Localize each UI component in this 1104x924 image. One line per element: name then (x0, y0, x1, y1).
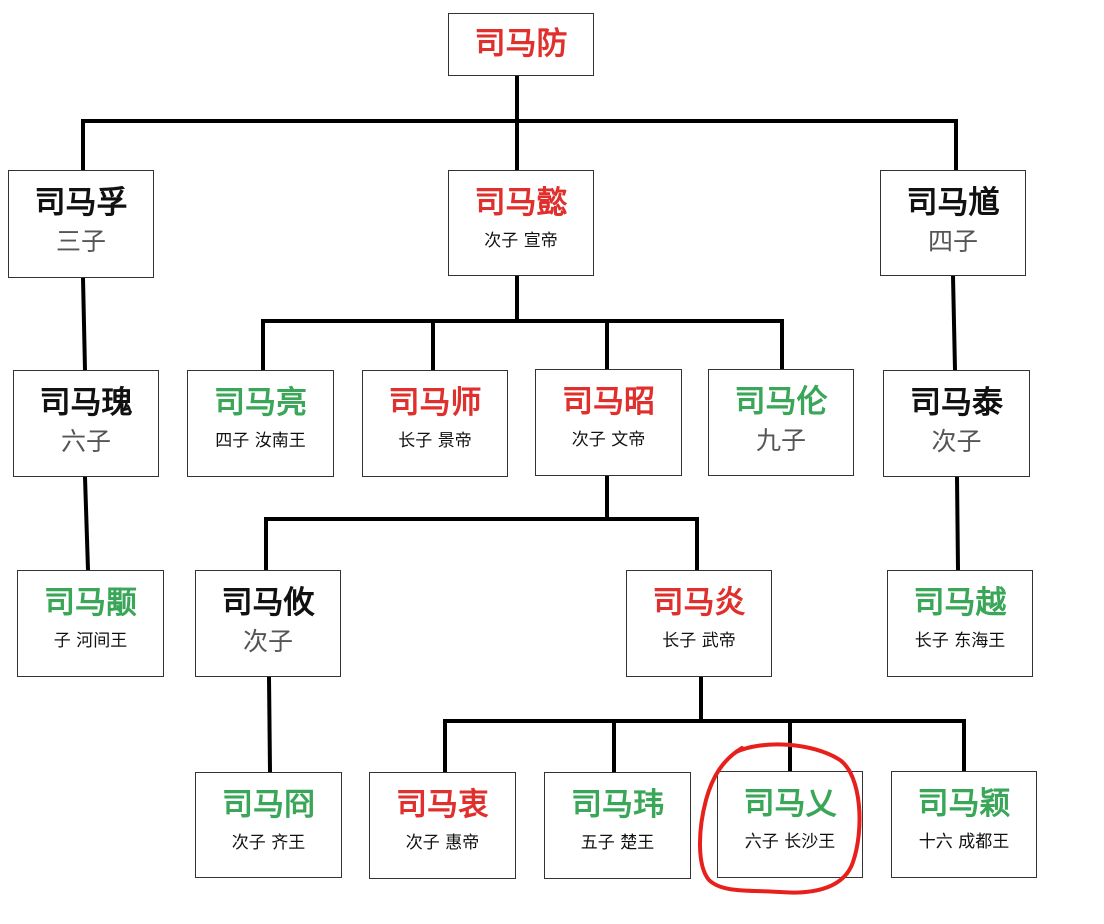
node-subtitle: 六子 (60, 427, 111, 456)
node-subtitle: 子 河间王 (53, 631, 128, 651)
node-sima-jiong: 司马冏 次子 齐王 (195, 772, 342, 878)
node-sima-ai: 司马乂 六子 长沙王 (717, 771, 863, 878)
node-sima-kui: 司马馗 四子 (880, 170, 1026, 276)
connector-line (950, 273, 958, 373)
connector-line (954, 474, 961, 573)
node-subtitle: 长子 武帝 (662, 631, 736, 651)
node-name: 司马亮 (214, 385, 307, 421)
node-sima-fang: 司马防 (448, 13, 594, 76)
node-name: 司马孚 (34, 185, 128, 221)
connector-line (266, 674, 273, 775)
node-name: 司马师 (388, 385, 482, 421)
node-name: 司马颙 (44, 585, 137, 621)
node-name: 司马冏 (222, 787, 315, 823)
node-subtitle: 次子 (931, 427, 982, 456)
node-sima-yi: 司马懿 次子 宣帝 (448, 170, 594, 276)
node-name: 司马昭 (562, 384, 655, 420)
node-subtitle: 九子 (755, 426, 806, 455)
connector-line (82, 474, 91, 573)
node-sima-gui: 司马瑰 六子 (13, 370, 159, 477)
node-name: 司马炎 (652, 585, 746, 621)
node-name: 司马馗 (906, 185, 1000, 221)
node-sima-zhao: 司马昭 次子 文帝 (535, 369, 682, 476)
node-sima-you: 司马攸 次子 (195, 570, 341, 677)
node-subtitle: 三子 (55, 227, 106, 256)
node-name: 司马攸 (221, 585, 315, 621)
node-name: 司马伦 (734, 384, 828, 420)
node-sima-ying: 司马颖 十六 成都王 (891, 771, 1037, 878)
node-name: 司马防 (474, 26, 568, 62)
node-name: 司马乂 (743, 786, 837, 822)
node-sima-lun: 司马伦 九子 (708, 369, 854, 476)
node-sima-fu: 司马孚 三子 (8, 170, 154, 278)
node-sima-shi: 司马师 长子 景帝 (362, 370, 508, 477)
node-name: 司马越 (913, 585, 1007, 621)
node-name: 司马玮 (571, 787, 664, 823)
node-name: 司马颖 (917, 786, 1011, 822)
node-sima-yue: 司马越 长子 东海王 (887, 570, 1033, 677)
node-subtitle: 长子 景帝 (398, 431, 472, 451)
node-name: 司马瑰 (39, 385, 133, 421)
node-subtitle: 次子 惠帝 (405, 833, 480, 853)
connector-line (80, 275, 88, 373)
node-subtitle: 六子 长沙王 (744, 832, 836, 852)
node-sima-yan: 司马炎 长子 武帝 (626, 570, 772, 677)
node-subtitle: 次子 文帝 (571, 430, 646, 450)
node-subtitle: 次子 齐王 (231, 833, 306, 853)
node-subtitle: 次子 宣帝 (484, 231, 558, 251)
node-name: 司马懿 (474, 185, 568, 221)
node-sima-zhong: 司马衷 次子 惠帝 (369, 772, 516, 879)
node-sima-tai: 司马泰 次子 (883, 370, 1030, 477)
node-subtitle: 四子 汝南王 (215, 431, 306, 451)
node-sima-liang: 司马亮 四子 汝南王 (187, 370, 334, 477)
node-subtitle: 十六 成都王 (918, 832, 1010, 852)
node-subtitle: 五子 楚王 (580, 833, 655, 853)
node-subtitle: 四子 (927, 227, 978, 256)
node-sima-wei: 司马玮 五子 楚王 (544, 772, 691, 879)
node-subtitle: 长子 东海王 (914, 631, 1006, 651)
node-sima-yong: 司马颙 子 河间王 (17, 570, 164, 677)
node-name: 司马泰 (910, 385, 1003, 421)
node-name: 司马衷 (396, 787, 489, 823)
node-subtitle: 次子 (242, 627, 293, 656)
